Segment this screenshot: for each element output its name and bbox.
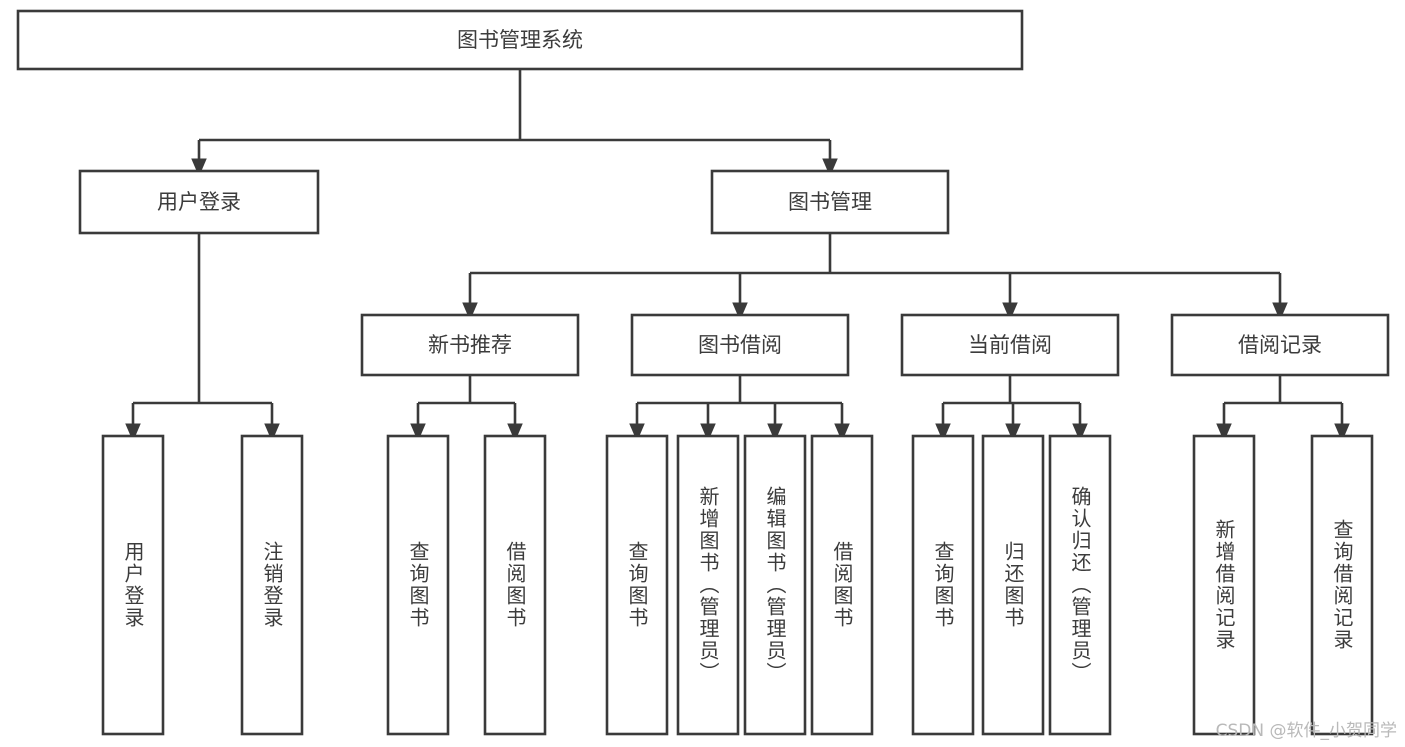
node-leaf-return-book-box [981,434,1045,736]
node-leaf-user-logout-box [240,434,304,736]
node-book-manage-label: 图书管理 [788,190,872,214]
node-root-label: 图书管理系统 [457,28,583,52]
node-borrow-record-label: 借阅记录 [1238,333,1322,357]
connector-layer [125,69,1350,442]
node-leaf-edit-book-admin-box [743,434,807,736]
node-user-login-box [78,169,320,235]
node-current-borrow-label: 当前借阅 [968,333,1052,357]
node-borrow-record-box [1170,313,1390,377]
node-leaf-user-login-box [101,434,165,736]
node-leaf-query-book-2-box [605,434,669,736]
node-book-borrow-box [630,313,850,377]
node-leaf-confirm-return-box [1048,434,1112,736]
node-leaf-borrow-book-1-box [483,434,547,736]
watermark-text: CSDN @软件_小贺同学 [1215,721,1397,741]
node-leaf-add-record-box [1192,434,1256,736]
node-current-borrow-box [900,313,1120,377]
node-box-layer [16,9,1390,736]
node-book-borrow-label: 图书借阅 [698,333,782,357]
node-leaf-query-book-3-box [911,434,975,736]
node-leaf-borrow-book-2-box [810,434,874,736]
node-new-book-recommend-label: 新书推荐 [428,333,512,357]
node-root-box [16,9,1024,71]
node-leaf-add-book-admin-box [676,434,740,736]
node-user-login-label: 用户登录 [157,190,241,214]
node-new-book-recommend-box [360,313,580,377]
node-leaf-query-book-1-box [386,434,450,736]
node-leaf-query-record-box [1310,434,1374,736]
node-book-manage-box [710,169,950,235]
